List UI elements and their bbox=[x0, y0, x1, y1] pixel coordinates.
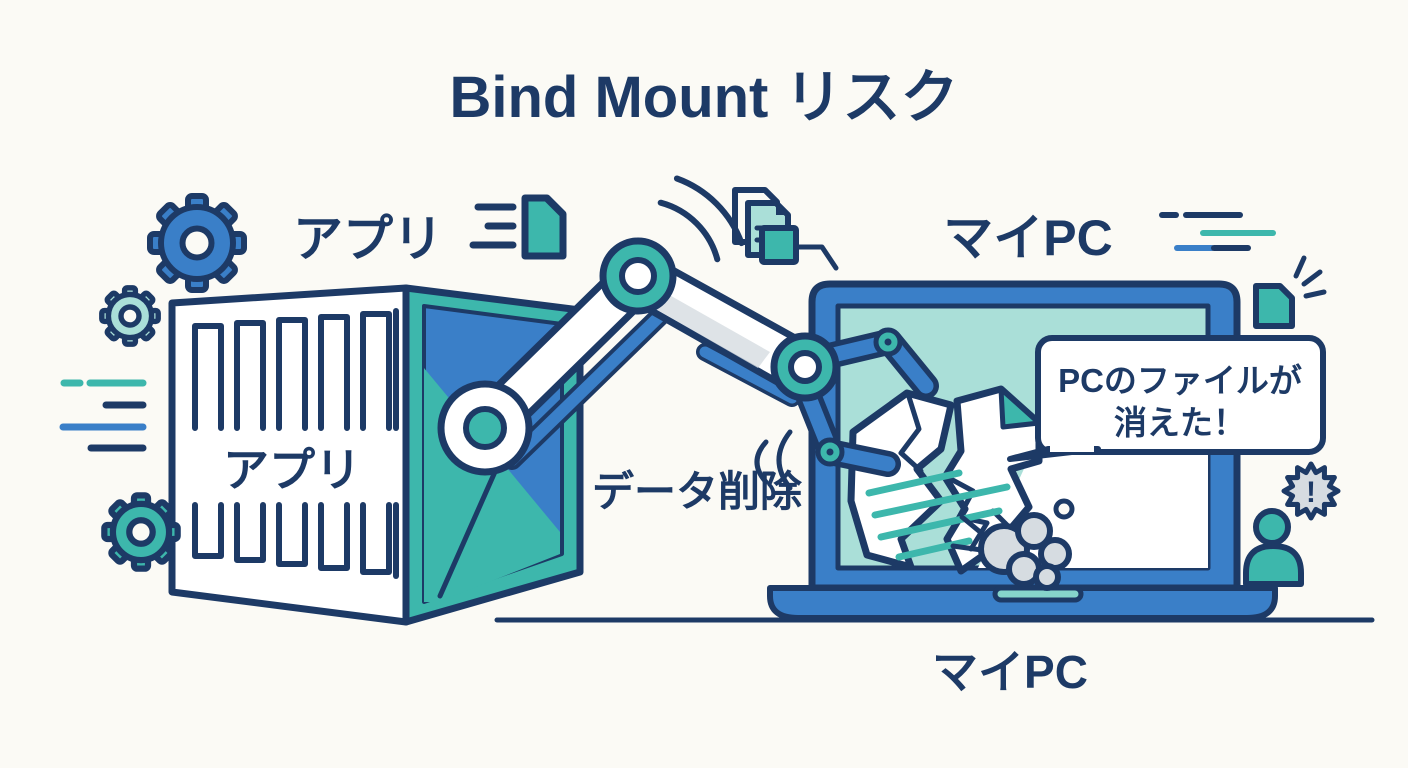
speeding-document-icon bbox=[469, 194, 567, 260]
alert-burst-icon: ! bbox=[1281, 461, 1341, 521]
speech-bubble: PCのファイルが 消えた！ bbox=[1007, 335, 1326, 462]
app-container: アプリ bbox=[168, 284, 584, 626]
app-label-top: アプリ bbox=[293, 211, 443, 267]
arm-base-joint-hub bbox=[463, 406, 507, 450]
page-title: Bind Mount リスク bbox=[449, 65, 958, 130]
arm-forearm-shading bbox=[640, 284, 770, 368]
speed-lines-right bbox=[1159, 212, 1276, 251]
arm-elbow-joint-hub bbox=[619, 257, 657, 295]
action-label: データ削除 bbox=[592, 468, 803, 515]
mypc-label-bottom: マイPC bbox=[932, 646, 1088, 698]
person-icon bbox=[1243, 508, 1304, 587]
gear-icon-bottom bbox=[101, 492, 181, 572]
laptop-base bbox=[767, 585, 1278, 621]
arm-claw bbox=[795, 327, 939, 477]
alert-burst-mark: ! bbox=[1306, 476, 1316, 509]
gear-icon-large bbox=[147, 193, 247, 293]
arm-strut bbox=[506, 306, 670, 466]
motion-arcs-wrist bbox=[754, 429, 793, 491]
robot-arm bbox=[437, 175, 939, 491]
arm-wrist-joint-hub bbox=[788, 350, 822, 384]
dust-cloud-icon bbox=[950, 498, 1075, 591]
container-ribs-top bbox=[192, 308, 399, 431]
sparkle-document-icon bbox=[1253, 255, 1327, 329]
forearm-strut bbox=[699, 346, 798, 404]
container-ribs-bottom bbox=[192, 502, 399, 579]
laptop-trackpad-notch bbox=[992, 585, 1084, 603]
mypc-label-top: マイPC bbox=[943, 210, 1112, 266]
speed-lines-left bbox=[59, 379, 147, 452]
speech-bubble-line2: 消えた！ bbox=[1114, 404, 1246, 441]
motion-arcs-elbow bbox=[657, 175, 745, 263]
gear-icon-small bbox=[99, 285, 161, 347]
container-label: アプリ bbox=[223, 444, 361, 496]
speech-bubble-line1: PCのファイルが bbox=[1058, 362, 1302, 399]
